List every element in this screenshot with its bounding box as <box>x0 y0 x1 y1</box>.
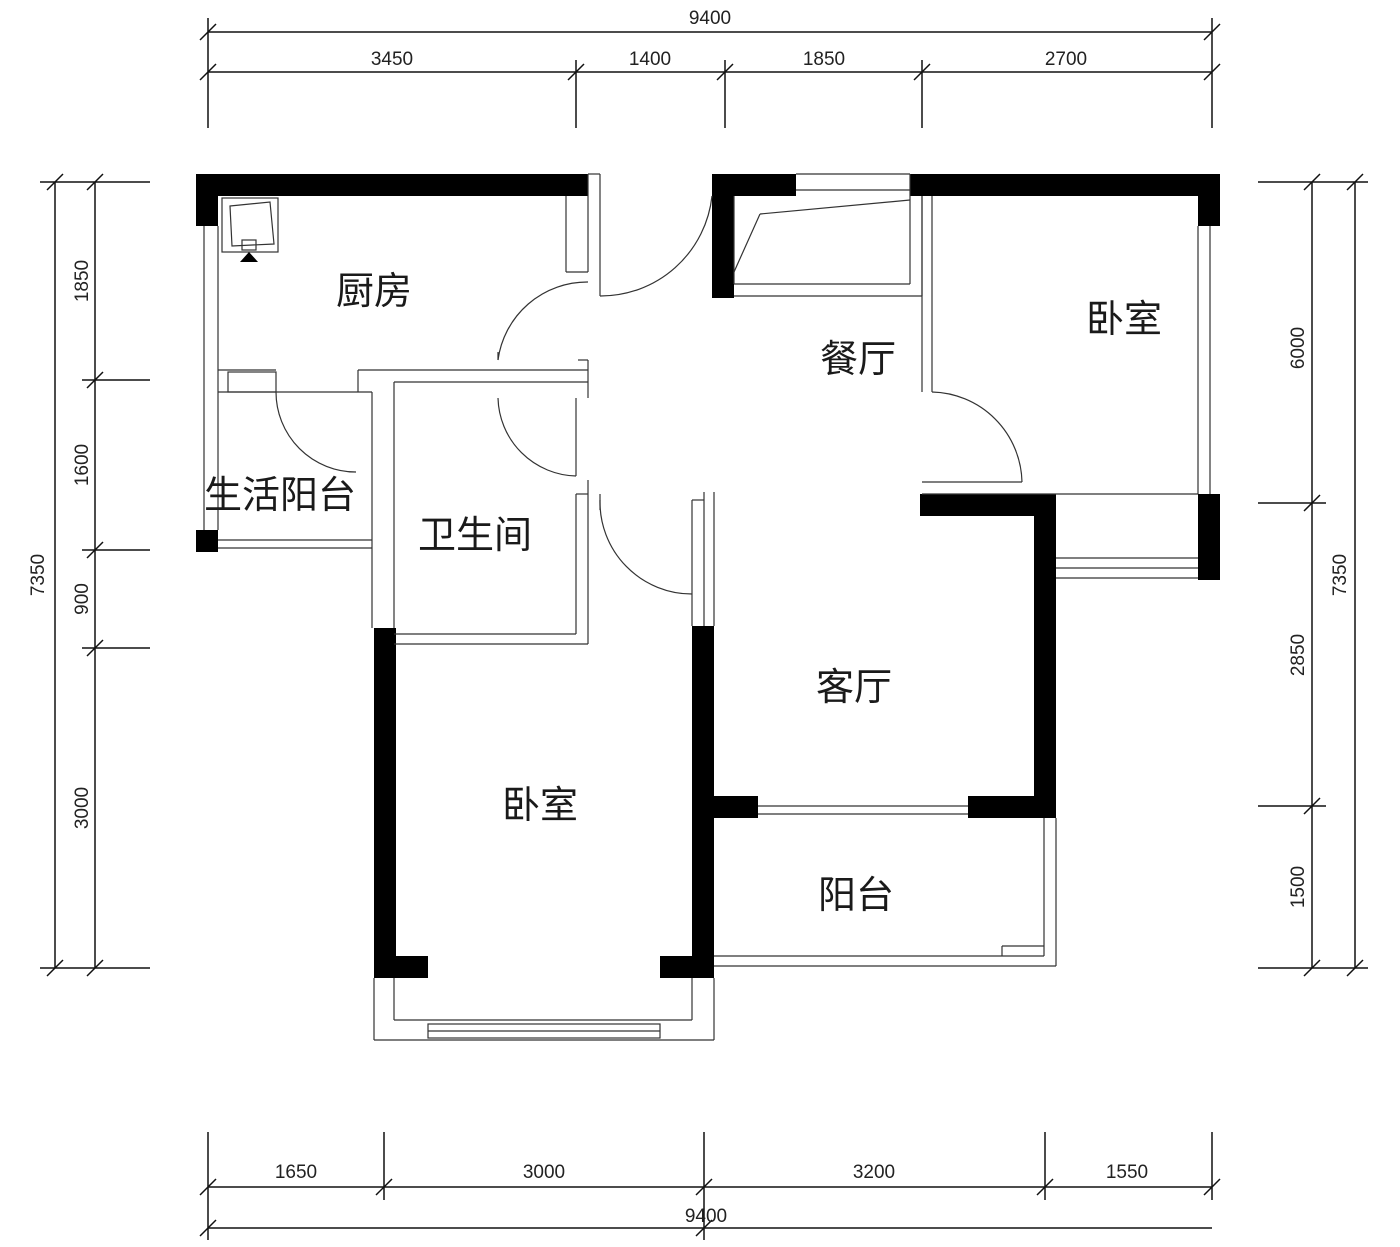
room-label-living: 客厅 <box>816 665 892 709</box>
room-label-kitchen: 厨房 <box>336 269 412 313</box>
right-total-dim: 7350 <box>1330 554 1351 596</box>
top-dimension-lines <box>199 18 1221 128</box>
top-dim-1: 3450 <box>371 49 413 70</box>
room-label-dining: 餐厅 <box>820 337 896 381</box>
bottom-total-dim: 9400 <box>685 1206 727 1227</box>
partition-walls <box>203 173 1211 1041</box>
top-dim-2: 1400 <box>629 49 671 70</box>
left-dim-3: 900 <box>72 583 93 615</box>
bottom-dim-1: 1650 <box>275 1162 317 1183</box>
right-dim-1: 6000 <box>1288 327 1309 369</box>
left-dim-1: 1850 <box>72 260 93 302</box>
bottom-dimension-lines <box>199 1132 1221 1240</box>
water-heater-icon <box>221 197 279 262</box>
bottom-dim-4: 1550 <box>1106 1162 1148 1183</box>
room-label-bedroom-s: 卧室 <box>502 783 578 827</box>
load-bearing-walls <box>196 174 1220 978</box>
room-label-utility-balcony: 生活阳台 <box>204 473 356 517</box>
top-total-dim: 9400 <box>689 8 731 29</box>
top-dim-4: 2700 <box>1045 49 1087 70</box>
doors <box>275 195 1023 595</box>
room-label-bedroom-ne: 卧室 <box>1086 297 1162 341</box>
right-dim-2: 2850 <box>1288 634 1309 676</box>
top-dim-3: 1850 <box>803 49 845 70</box>
left-dim-2: 1600 <box>72 444 93 486</box>
right-dimension-lines <box>1258 173 1368 977</box>
left-dimension-lines <box>40 173 150 977</box>
room-label-bathroom: 卫生间 <box>418 513 532 557</box>
left-total-dim: 7350 <box>28 554 49 596</box>
bottom-dim-3: 3200 <box>853 1162 895 1183</box>
room-label-balcony: 阳台 <box>818 873 894 917</box>
bottom-dim-2: 3000 <box>523 1162 565 1183</box>
right-dim-3: 1500 <box>1288 866 1309 908</box>
left-dim-4: 3000 <box>72 787 93 829</box>
